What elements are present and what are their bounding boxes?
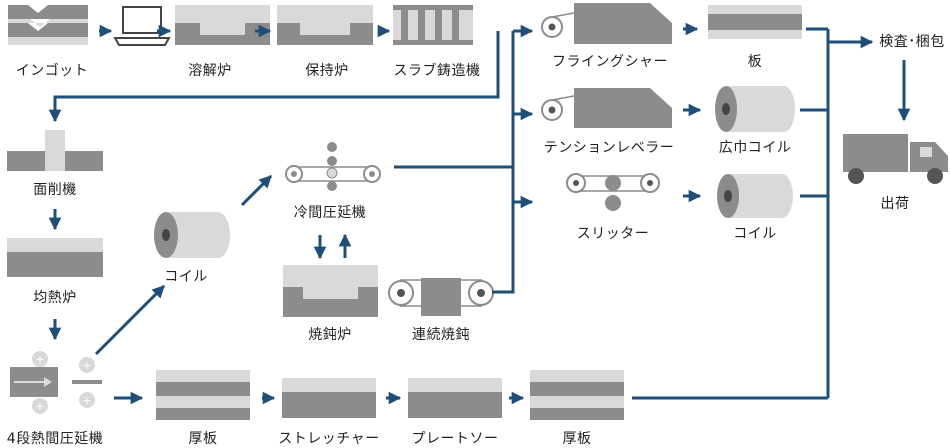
label-coil-hot: コイル (164, 269, 208, 285)
continuous-annealing-icon (388, 278, 494, 316)
thick-plate-icon-2 (530, 370, 624, 420)
stretcher-icon (282, 378, 376, 418)
hot-rolling-mill-icon: + + + + (10, 351, 102, 414)
coil-icon-slit (717, 174, 793, 218)
annealing-furnace-icon (283, 265, 378, 317)
flying-shear-icon (541, 3, 672, 44)
label-melting-furnace: 溶解炉 (188, 63, 232, 79)
label-inspection-packing: 検査･梱包 (879, 34, 945, 50)
soaking-pit-icon (7, 238, 103, 277)
label-continuous-annealing: 連続焼鈍 (412, 327, 470, 343)
ingot-icon (8, 5, 88, 45)
line-contanneal-trunk (492, 31, 515, 294)
scalping-machine-icon (7, 130, 103, 171)
laptop-icon (113, 6, 171, 46)
slitter-icon (566, 173, 660, 211)
label-shipping: 出荷 (880, 196, 910, 212)
svg-text:+: + (35, 353, 44, 366)
flow-connectors (48, 22, 911, 405)
svg-text:+: + (82, 359, 91, 372)
label-slab-casting: スラブ鋳造機 (393, 63, 481, 79)
label-holding-furnace: 保持炉 (305, 63, 349, 79)
label-cold-rolling: 冷間圧延機 (293, 205, 367, 221)
truck-icon (843, 134, 948, 184)
thick-plate-icon-1 (156, 370, 250, 420)
label-flying-shear: フライングシャー (552, 54, 668, 70)
label-coil-slit: コイル (733, 226, 777, 242)
svg-text:+: + (82, 394, 91, 407)
label-plate-saw: プレートソー (411, 431, 499, 447)
arrow-coil-coldroll (240, 174, 273, 207)
label-stretcher: ストレッチャー (278, 431, 380, 447)
arrow-hotroll-coil (94, 284, 166, 356)
holding-furnace-icon (277, 5, 373, 45)
cold-rolling-mill-icon (285, 142, 381, 191)
tension-leveler-icon (541, 88, 672, 128)
label-ingot: インゴット (15, 63, 89, 79)
svg-text:+: + (35, 400, 44, 413)
plate-saw-icon (408, 378, 502, 418)
coil-icon-hot (154, 212, 230, 258)
label-soaking-pit: 均熱炉 (33, 290, 77, 306)
arrow-slab-to-scalping (48, 31, 500, 123)
label-slitter: スリッター (576, 226, 650, 242)
label-hot-rolling: 4段熱間圧延機 (6, 431, 104, 447)
label-tension-leveler: テンションレベラー (543, 140, 675, 156)
label-annealing-furnace: 焼鈍炉 (308, 327, 352, 343)
melting-furnace-icon (175, 5, 270, 45)
label-wide-coil: 広巾コイル (718, 140, 792, 156)
label-thick-plate-2: 厚板 (562, 431, 592, 447)
wide-coil-icon (715, 86, 795, 132)
label-thick-plate-1: 厚板 (188, 431, 218, 447)
slab-casting-machine-icon (393, 5, 473, 45)
label-plate: 板 (747, 54, 763, 70)
plate-icon (708, 5, 802, 39)
label-scalping: 面削機 (33, 182, 77, 198)
